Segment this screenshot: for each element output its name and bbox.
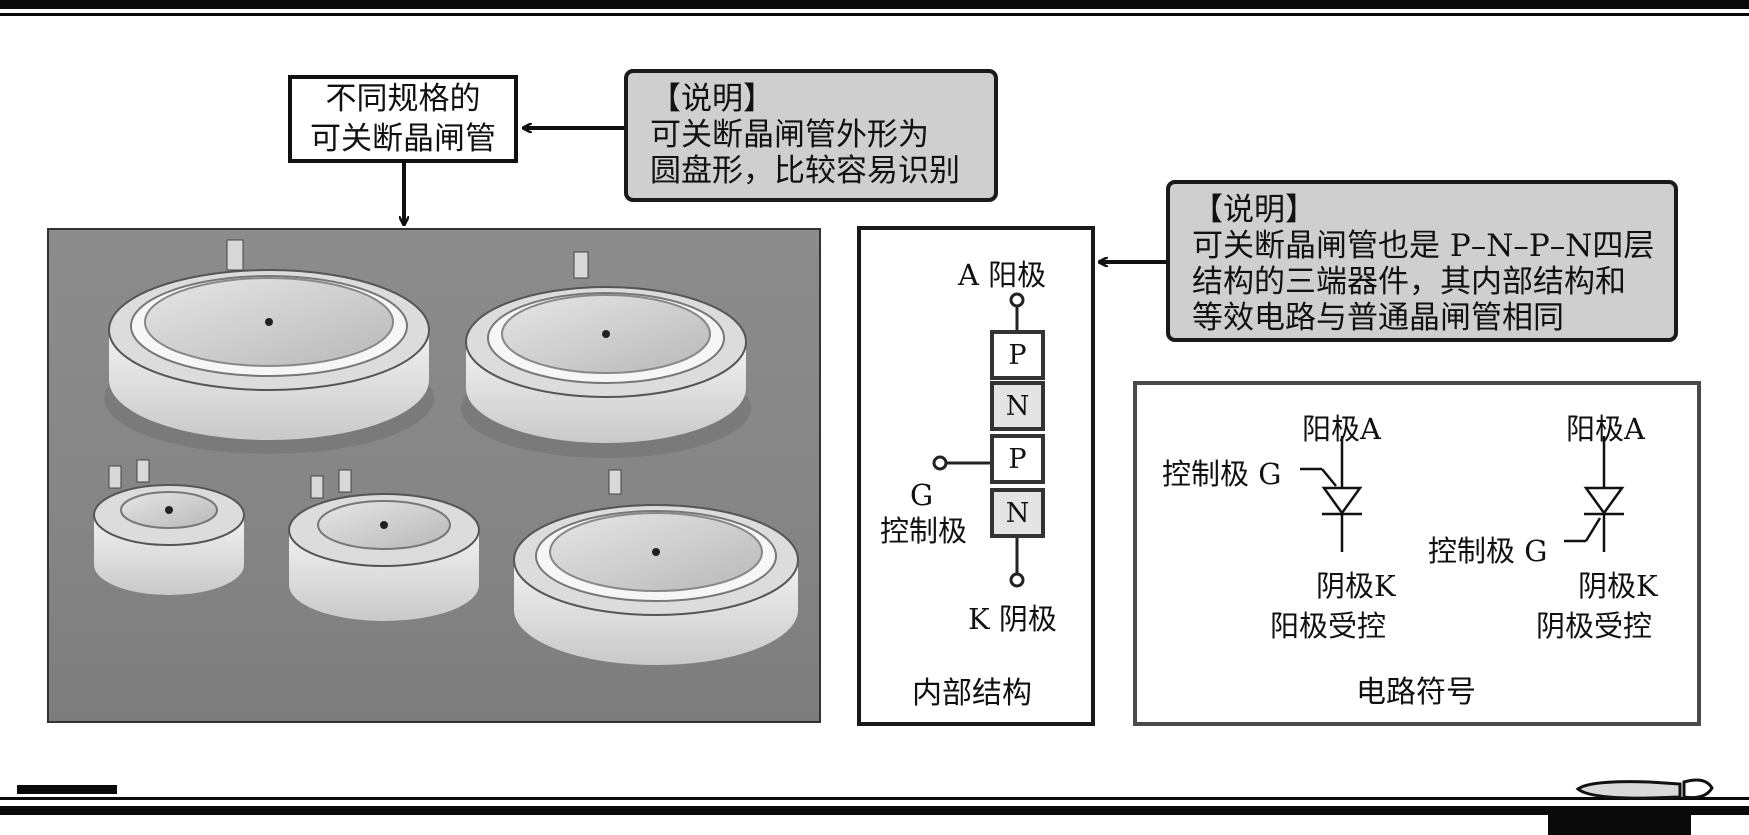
title-line-1: 不同规格的 bbox=[325, 81, 481, 117]
bottom-small-mark bbox=[17, 785, 117, 794]
disc-device bbox=[288, 469, 480, 621]
note-line-2: 结构的三端器件，其内部结构和 bbox=[1192, 264, 1626, 300]
gto-symbol-anode-gated bbox=[1300, 436, 1363, 552]
symbol-type-label: 阳极受控 bbox=[1270, 609, 1387, 643]
anode-label: A 阳极 bbox=[958, 258, 1047, 292]
top-rule-thick bbox=[0, 0, 1749, 9]
device-photo bbox=[47, 228, 821, 723]
title-line-2: 可关断晶闸管 bbox=[310, 121, 496, 157]
internal-structure-panel bbox=[857, 226, 1095, 726]
note-line-1: 可关断晶闸管也是 P–N–P–N四层 bbox=[1192, 228, 1655, 264]
gto-symbol-cathode-gated bbox=[1564, 436, 1625, 552]
symbol-caption: 电路符号 bbox=[1356, 675, 1476, 710]
layer-n-2: N bbox=[990, 488, 1045, 538]
layer-n-1: N bbox=[990, 381, 1045, 431]
structure-caption: 内部结构 bbox=[912, 676, 1032, 711]
layer-p-2: P bbox=[990, 434, 1045, 484]
symbol-gate-label: 控制极 G bbox=[1162, 457, 1282, 491]
symbol-gate-label: 控制极 G bbox=[1428, 534, 1548, 568]
symbol-anode-label: 阳极A bbox=[1566, 412, 1645, 446]
note-box-shape: 【说明】 可关断晶闸管外形为 圆盘形，比较容易识别 bbox=[624, 69, 998, 202]
bottom-rule-thick bbox=[0, 806, 1749, 815]
disc-device bbox=[513, 469, 799, 665]
title-box: 不同规格的 可关断晶闸管 bbox=[288, 75, 518, 163]
disc-device bbox=[461, 251, 751, 458]
gate-label-text: 控制极 bbox=[880, 514, 968, 548]
symbol-cathode-label: 阴极K bbox=[1316, 569, 1396, 603]
note-header: 【说明】 bbox=[650, 81, 774, 117]
structure-wires bbox=[932, 292, 1025, 588]
note-header: 【说明】 bbox=[1192, 192, 1316, 228]
disc-devices-illustration bbox=[93, 239, 799, 665]
disc-device bbox=[104, 239, 434, 454]
note-line-3: 等效电路与普通晶闸管相同 bbox=[1192, 300, 1564, 336]
cathode-label: K 阴极 bbox=[968, 602, 1057, 636]
top-rule-thin bbox=[0, 13, 1749, 16]
symbol-cathode-label: 阴极K bbox=[1578, 569, 1658, 603]
disc-device bbox=[93, 459, 245, 595]
layer-p-1: P bbox=[990, 330, 1045, 380]
symbol-type-label: 阴极受控 bbox=[1536, 609, 1653, 643]
note-line-2: 圆盘形，比较容易识别 bbox=[650, 153, 960, 189]
gate-label-g: G bbox=[910, 478, 934, 512]
bottom-right-block bbox=[1548, 815, 1691, 835]
note-box-internal: 【说明】 可关断晶闸管也是 P–N–P–N四层 结构的三端器件，其内部结构和 等… bbox=[1166, 180, 1678, 342]
note-line-1: 可关断晶闸管外形为 bbox=[650, 117, 929, 153]
bottom-rule-thin bbox=[0, 797, 1749, 800]
circuit-symbol-panel bbox=[1133, 381, 1701, 726]
